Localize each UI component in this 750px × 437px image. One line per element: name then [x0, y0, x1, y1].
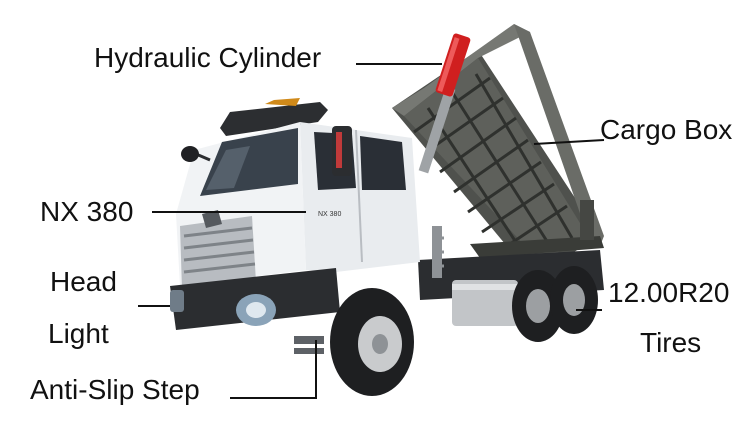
cargo-box-rear-post	[580, 200, 594, 240]
rear-tires	[512, 266, 598, 342]
brand-logo	[202, 210, 222, 228]
label-tires: Tires	[640, 327, 702, 358]
ladder-rungs	[432, 236, 444, 268]
cargo-box-front-wall	[514, 24, 604, 246]
rear-rim-2	[563, 284, 585, 316]
label-anti-slip-step: Anti-Slip Step	[30, 374, 200, 405]
callout-lines	[138, 63, 605, 399]
cylinder-rod	[418, 86, 456, 174]
mirror-accent	[336, 132, 342, 168]
fuel-tank-highlight	[452, 284, 518, 290]
truck-cab: NX 380	[170, 98, 420, 354]
roof-deflector	[220, 102, 328, 136]
line-anti-slip-step	[230, 340, 317, 399]
door-seam	[355, 129, 363, 263]
side-window-rear	[360, 136, 406, 190]
label-hydraulic-cylinder: Hydraulic Cylinder	[94, 42, 322, 73]
hydraulic-cylinder	[418, 33, 471, 174]
headlight-lens	[246, 302, 266, 318]
label-cargo-box: Cargo Box	[600, 114, 733, 145]
cargo-box	[392, 24, 604, 268]
cylinder-highlight	[437, 37, 460, 92]
fuel-tank	[452, 280, 518, 326]
line-cargo-box	[533, 139, 605, 145]
label-head-light-line1: Head	[50, 266, 117, 297]
windshield-glare	[206, 146, 250, 190]
grille-bars	[183, 226, 256, 274]
anti-slip-step	[294, 336, 324, 344]
anti-slip-step-lower	[294, 348, 324, 354]
front-hub	[372, 334, 388, 354]
rear-rim-1	[526, 289, 550, 323]
cargo-box-bottom-rail	[470, 236, 604, 258]
headlight-left	[170, 290, 184, 312]
label-model: NX 380	[40, 196, 134, 227]
label-head-light-line2: Light	[48, 318, 109, 349]
cargo-box-rim	[392, 24, 530, 116]
roof-lamp	[265, 98, 300, 106]
front-tire	[330, 288, 414, 396]
mirror-small	[181, 146, 199, 162]
label-tires-size: 12.00R20	[608, 277, 730, 308]
cab-model-badge: NX 380	[318, 211, 341, 218]
